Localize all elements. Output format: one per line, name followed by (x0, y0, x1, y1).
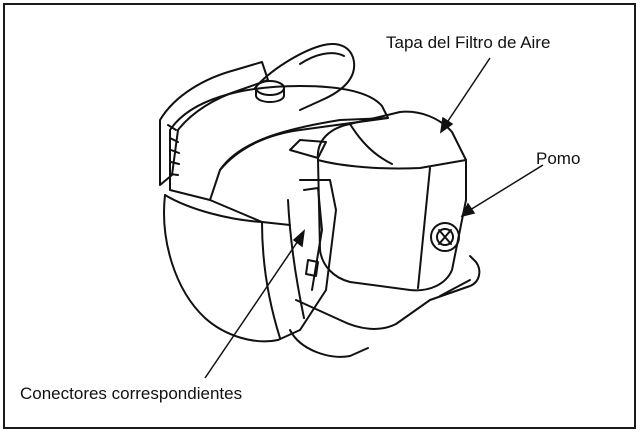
connectors-label: Conectores correspondientes (20, 384, 243, 403)
leader-line-knob (469, 164, 544, 211)
air-filter-cover-label: Tapa del Filtro de Aire (386, 33, 551, 52)
leader-line-connectors (204, 237, 301, 379)
top-handle (254, 43, 356, 111)
knob-part (430, 222, 460, 252)
arrowhead-air-filter-cover (440, 116, 454, 134)
knob-label: Pomo (536, 149, 581, 168)
air-filter-cover (316, 110, 467, 292)
engine-body (163, 85, 389, 343)
arrowhead-connectors (292, 229, 306, 248)
leader-line-air-filter-cover (445, 57, 491, 125)
arrowhead-knob (460, 202, 476, 218)
connector-bracket (289, 179, 481, 358)
